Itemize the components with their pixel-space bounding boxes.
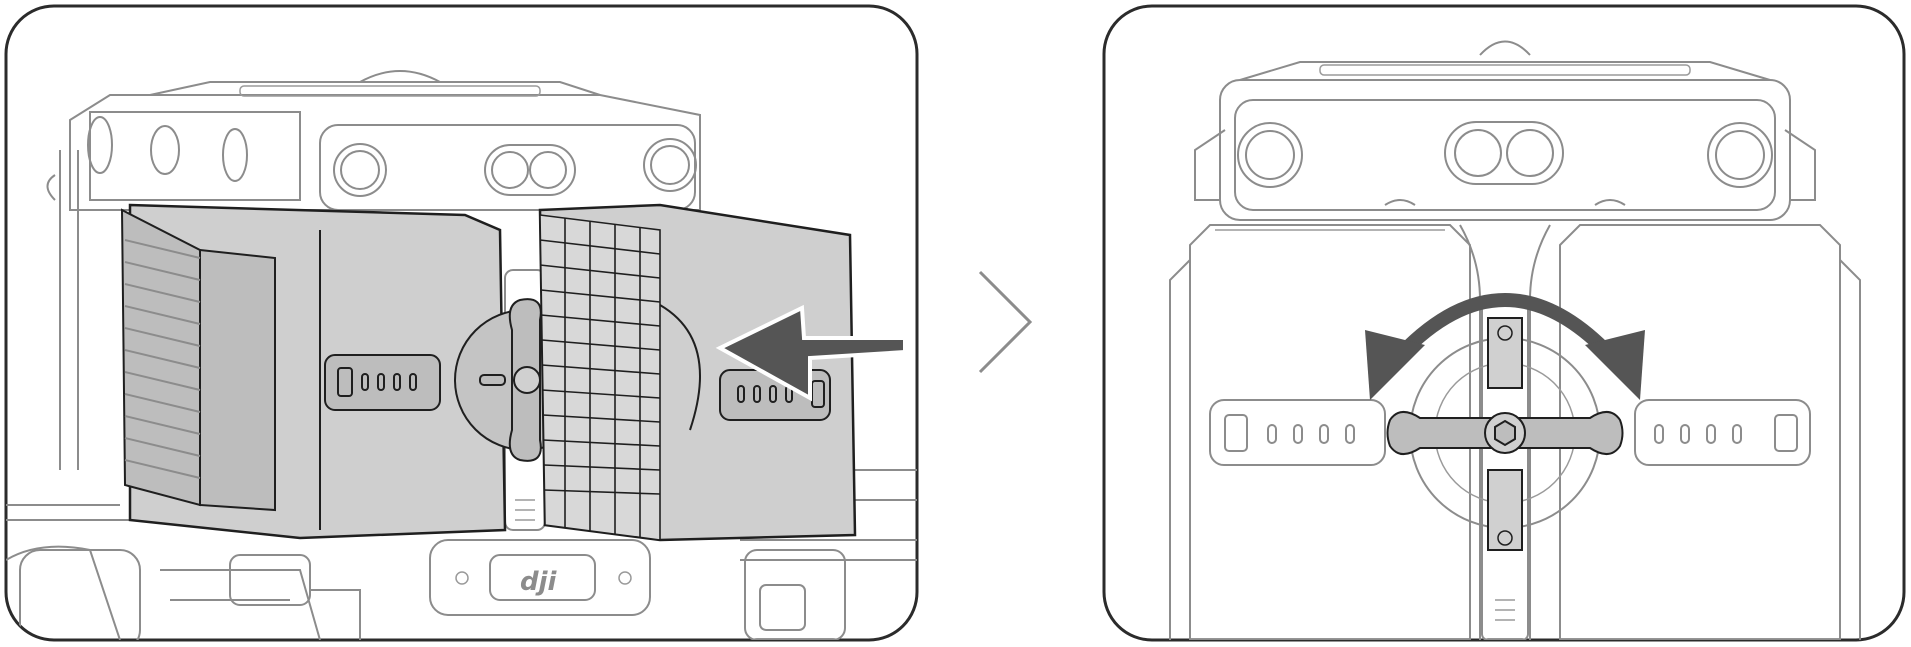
drone-body: dji (6, 70, 917, 640)
rotation-arrows-icon (1365, 293, 1645, 551)
left-battery-level-indicator (324, 354, 441, 411)
drone-front-view (1194, 40, 1816, 221)
left-panel: dji (4, 4, 919, 642)
right-battery-grid-vents (539, 218, 661, 537)
right-panel (1102, 4, 1906, 642)
dji-logo: dji (520, 567, 558, 597)
right-battery-front (1559, 224, 1861, 640)
left-battery-front (1169, 224, 1471, 640)
right-battery-inserting (538, 203, 857, 542)
left-battery-vents (124, 239, 201, 479)
locking-knob-horizontal (1386, 411, 1624, 455)
next-step-chevron-icon (978, 270, 1033, 374)
left-battery-installed (120, 203, 507, 540)
right-panel-contents (1169, 40, 1861, 640)
insert-direction-arrow-icon (715, 304, 907, 402)
left-panel-contents: dji (6, 70, 917, 640)
